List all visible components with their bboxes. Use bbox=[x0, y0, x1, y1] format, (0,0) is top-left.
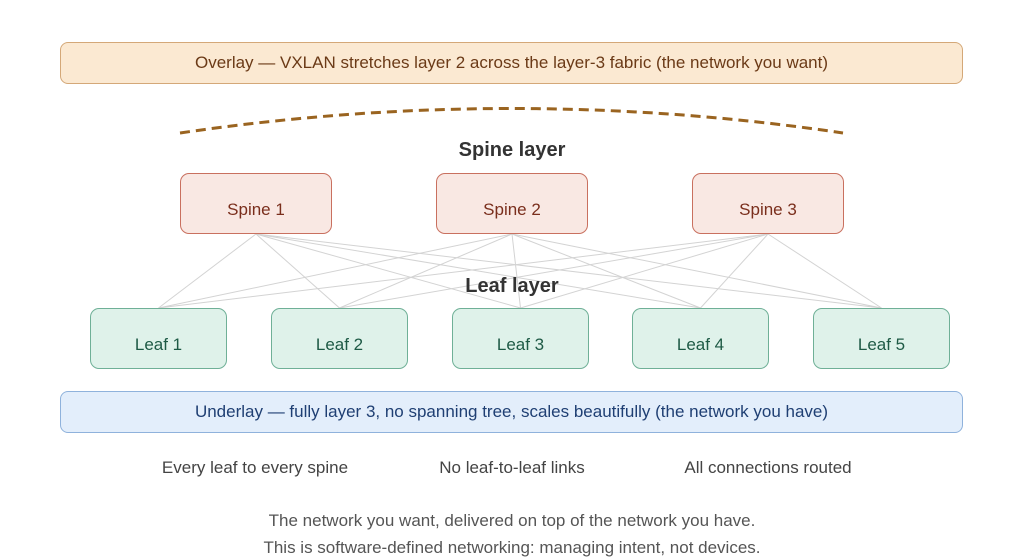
underlay-banner: Underlay — fully layer 3, no spanning tr… bbox=[60, 391, 963, 433]
footer-line-2: This is software-defined networking: man… bbox=[263, 538, 761, 557]
link-spine2-leaf3 bbox=[511, 233, 521, 309]
footer-line-1: The network you want, delivered on top o… bbox=[268, 511, 756, 530]
leaf-label: Leaf 3 bbox=[496, 334, 545, 354]
spine-label: Spine 1 bbox=[227, 199, 285, 219]
spine-leaf-links bbox=[158, 233, 882, 309]
link-spine3-leaf1 bbox=[158, 233, 769, 309]
link-spine1-leaf1 bbox=[158, 233, 257, 309]
leaf-node-1[interactable]: Leaf 1 bbox=[90, 308, 227, 369]
leaf-label: Leaf 2 bbox=[315, 334, 364, 354]
link-spine2-leaf2 bbox=[339, 233, 513, 309]
link-spine2-leaf5 bbox=[511, 233, 882, 309]
spine-node-1[interactable]: Spine 1 bbox=[180, 173, 332, 234]
link-spine3-leaf3 bbox=[520, 233, 769, 309]
overlay-banner: Overlay — VXLAN stretches layer 2 across… bbox=[60, 42, 963, 84]
link-spine1-leaf4 bbox=[255, 233, 701, 309]
link-spine1-leaf5 bbox=[255, 233, 882, 309]
fact-no-leaf-links: No leaf-to-leaf links bbox=[439, 458, 585, 477]
leaf-node-4[interactable]: Leaf 4 bbox=[632, 308, 769, 369]
leaf-label: Leaf 4 bbox=[676, 334, 725, 354]
link-spine2-leaf4 bbox=[511, 233, 701, 309]
link-spine2-leaf1 bbox=[158, 233, 513, 309]
spine-node-3[interactable]: Spine 3 bbox=[692, 173, 844, 234]
link-spine1-leaf2 bbox=[255, 233, 340, 309]
leaf-layer-title: Leaf layer bbox=[465, 275, 559, 297]
leaf-label: Leaf 5 bbox=[857, 334, 906, 354]
overlay-arc bbox=[179, 107, 844, 135]
underlay-text: Underlay — fully layer 3, no spanning tr… bbox=[194, 402, 829, 421]
leaf-label: Leaf 1 bbox=[134, 334, 183, 354]
overlay-text: Overlay — VXLAN stretches layer 2 across… bbox=[194, 53, 829, 72]
link-spine3-leaf4 bbox=[700, 233, 769, 309]
leaf-node-2[interactable]: Leaf 2 bbox=[271, 308, 408, 369]
spine-label: Spine 3 bbox=[739, 199, 797, 219]
link-spine1-leaf3 bbox=[255, 233, 521, 309]
spine-label: Spine 2 bbox=[483, 199, 541, 219]
fact-all-routed: All connections routed bbox=[684, 458, 852, 477]
spine-layer-title: Spine layer bbox=[458, 139, 566, 161]
leaf-node-3[interactable]: Leaf 3 bbox=[452, 308, 589, 369]
leaf-node-5[interactable]: Leaf 5 bbox=[813, 308, 950, 369]
spine-node-2[interactable]: Spine 2 bbox=[436, 173, 588, 234]
link-spine3-leaf5 bbox=[767, 233, 882, 309]
link-spine3-leaf2 bbox=[339, 233, 769, 309]
fact-full-mesh: Every leaf to every spine bbox=[161, 458, 349, 477]
